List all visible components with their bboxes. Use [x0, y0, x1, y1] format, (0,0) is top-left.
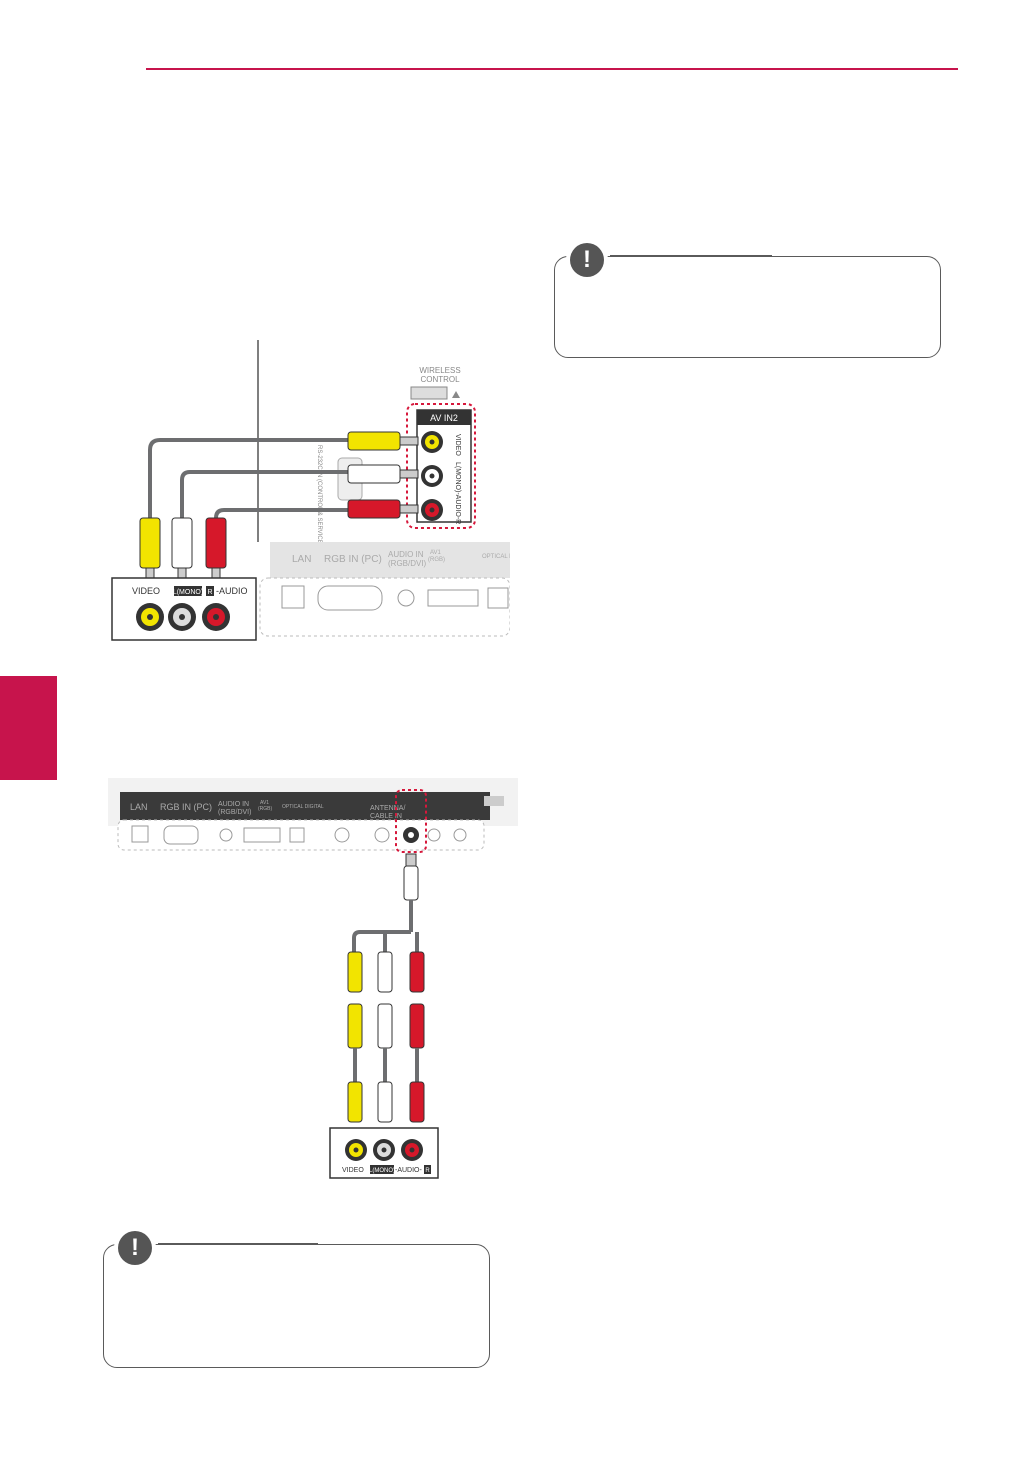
svg-text:RGB IN (PC): RGB IN (PC): [160, 802, 212, 812]
exclamation-icon: !: [118, 1231, 152, 1265]
svg-text:L(MONO)-AUDIO-R: L(MONO)-AUDIO-R: [454, 462, 461, 524]
svg-text:CABLE IN: CABLE IN: [370, 813, 402, 820]
svg-text:(RGB): (RGB): [258, 806, 273, 812]
svg-text:ANTENNA/: ANTENNA/: [370, 805, 405, 812]
svg-text:-AUDIO: -AUDIO: [216, 586, 248, 596]
note-heading-rule: [610, 255, 772, 257]
svg-text:CONTROL: CONTROL: [420, 375, 460, 384]
note-box-top: [554, 256, 941, 358]
svg-text:VIDEO: VIDEO: [454, 434, 461, 456]
note-heading-rule: [158, 1243, 318, 1245]
header-rule: [146, 68, 958, 70]
svg-text:R: R: [207, 589, 212, 596]
svg-text:OPTICAL DI: OPTICAL DI: [482, 554, 510, 560]
figure-av-in2-component-gender: LAN RGB IN (PC) AUDIO IN (RGB/DVI) AV1 (…: [108, 778, 518, 1179]
av-in2-highlight: [395, 789, 427, 853]
svg-text:RS-232C IN (CONTROL & SERVICE): RS-232C IN (CONTROL & SERVICE): [316, 445, 322, 546]
svg-text:(RGB/DVI): (RGB/DVI): [388, 559, 427, 568]
svg-text:LAN: LAN: [130, 802, 148, 812]
svg-text:AUDIO IN: AUDIO IN: [388, 550, 424, 559]
svg-text:AV1: AV1: [430, 550, 442, 556]
av-in2-label: AV IN2: [430, 413, 458, 423]
svg-text:L(MONO): L(MONO): [173, 589, 203, 596]
chapter-side-tab: [0, 676, 57, 780]
note-box-bottom: [103, 1244, 490, 1368]
svg-text:RGB IN (PC): RGB IN (PC): [324, 554, 382, 565]
svg-text:OPTICAL DIGITAL: OPTICAL DIGITAL: [282, 804, 324, 810]
exclamation-icon: !: [570, 243, 604, 277]
svg-text:VIDEO: VIDEO: [342, 1167, 364, 1174]
svg-text:LAN: LAN: [292, 554, 311, 565]
wireless-control-label: WIRELESS: [419, 366, 460, 375]
svg-text:R: R: [425, 1168, 430, 1174]
svg-text:(RGB): (RGB): [428, 557, 445, 563]
av-in2-highlight: [406, 403, 476, 529]
svg-text:-AUDIO-: -AUDIO-: [395, 1167, 423, 1174]
svg-text:VIDEO: VIDEO: [132, 586, 160, 596]
svg-text:AV1: AV1: [260, 800, 269, 806]
figure-av-in2-connection: WIRELESS CONTROL AV IN2 VIDEO L(MONO)-AU…: [111, 340, 510, 641]
svg-text:(RGB/DVI): (RGB/DVI): [218, 809, 251, 816]
svg-text:AUDIO IN: AUDIO IN: [218, 801, 249, 808]
svg-text:L(MONO): L(MONO): [369, 1168, 395, 1174]
